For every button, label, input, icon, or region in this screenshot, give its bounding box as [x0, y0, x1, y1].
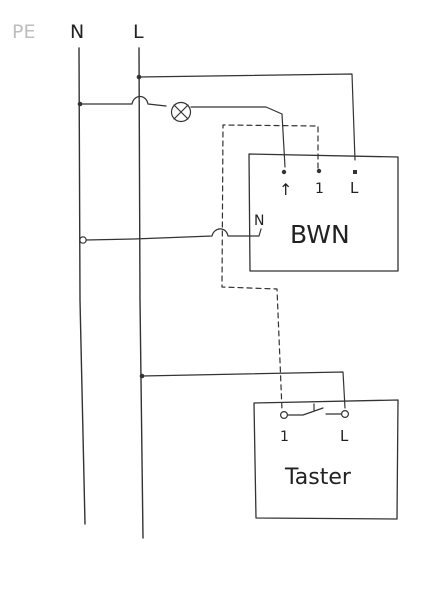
- bwn-terminal-l-dot: [353, 170, 357, 174]
- bwn-terminal-arrow-dot: [281, 169, 287, 175]
- pushbutton-contact-icon: [287, 403, 342, 416]
- neutral-rail: [78, 47, 86, 525]
- neutral-to-lamp-wire: [79, 95, 167, 107]
- taster-terminal-l-label: L: [340, 427, 349, 445]
- bwn-terminal-n-label: N: [254, 213, 264, 229]
- bwn-terminal-1-label: 1: [315, 181, 324, 197]
- neutral-to-bwn-wire: [85, 228, 262, 241]
- lamp-icon: [170, 101, 192, 123]
- rail-label-pe: PE: [12, 21, 35, 43]
- live-rail: [138, 47, 144, 539]
- taster-name: Taster: [284, 465, 352, 490]
- lamp-to-bwn-wire: [190, 106, 286, 168]
- live-to-taster-wire: [141, 371, 346, 409]
- junction-ring-neutral-bwn: [79, 236, 87, 244]
- taster-box: [253, 399, 399, 520]
- taster-terminal-1: [280, 411, 289, 420]
- live-to-bwn-wire: [138, 73, 356, 161]
- lamp-cross: [173, 104, 189, 120]
- rail-label-n: N: [70, 21, 84, 43]
- taster-terminal-l: [341, 410, 350, 419]
- bwn-terminal-l-label: L: [350, 179, 359, 197]
- bwn-name: BWN: [290, 220, 350, 249]
- taster-terminal-1-label: 1: [280, 429, 289, 445]
- rail-label-l: L: [133, 21, 144, 43]
- bwn-box: [248, 153, 399, 272]
- bwn-terminal-1-dot: [316, 168, 322, 174]
- bwn-terminal-arrow-label: ↑: [279, 180, 292, 199]
- control-wire-dashed: [221, 124, 319, 411]
